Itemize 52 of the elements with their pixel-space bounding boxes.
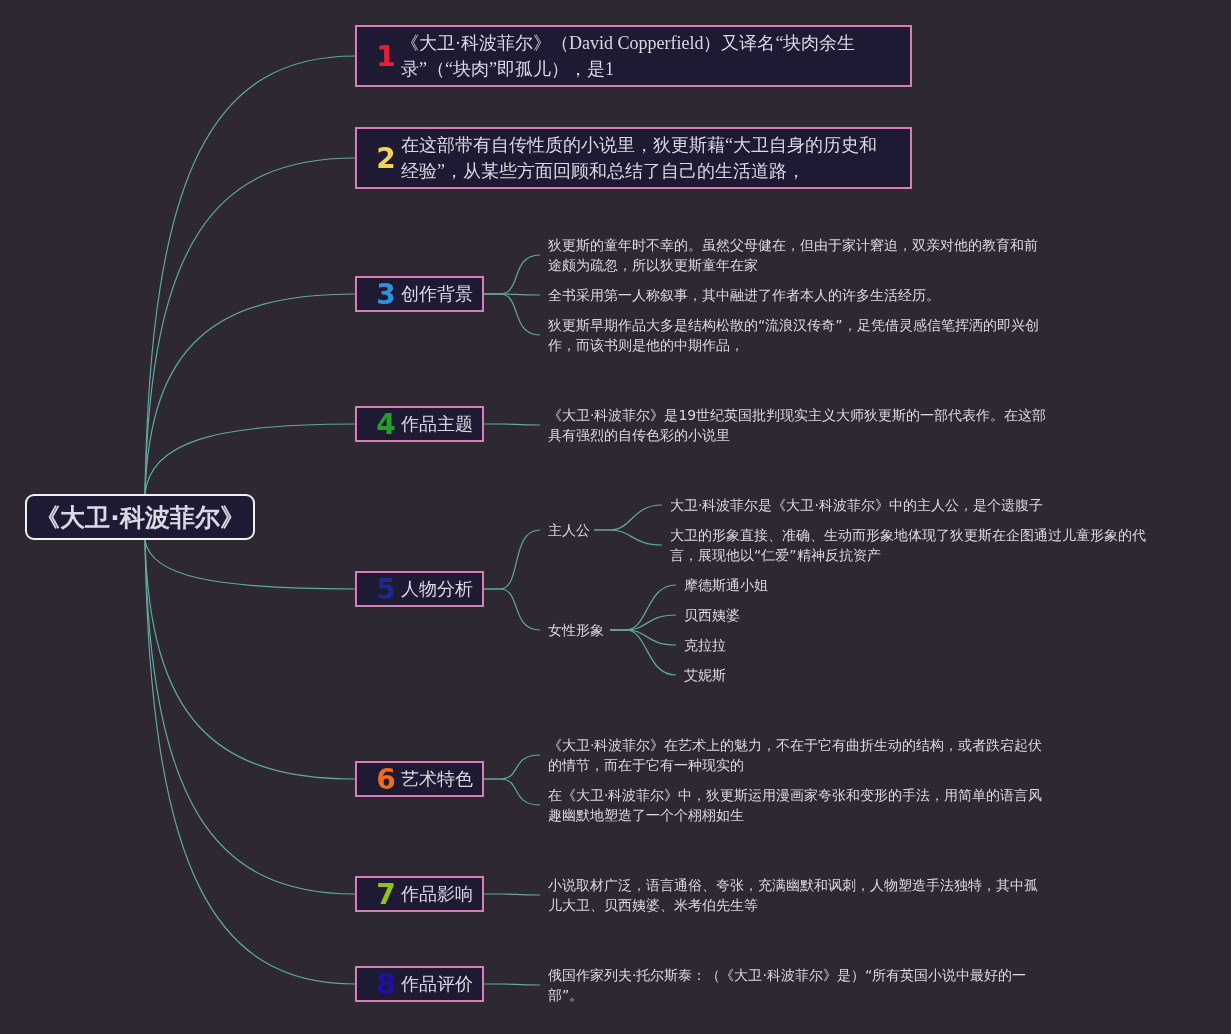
- connector-line: [144, 539, 356, 985]
- branch-box: [355, 127, 912, 189]
- step-number: 7: [375, 877, 397, 911]
- connector-line: [609, 629, 677, 676]
- connector-line: [483, 778, 541, 806]
- note-text: 摩德斯通小姐: [676, 575, 796, 595]
- note-text: 狄更斯的童年时不幸的。虽然父母健在，但由于家计窘迫，双亲对他的教育和前途颇为疏忽，所以狄更斯童年在家: [540, 235, 1050, 275]
- note-text: 大卫的形象直接、准确、生动而形象地体现了狄更斯在企图通过儿童形象的代言，展现他以“仁爱”精神反抗资产: [662, 525, 1162, 565]
- note-text: 俄国作家列夫·托尔斯泰：（《大卫·科波菲尔》是）“所有英国小说中最好的一部”。: [540, 965, 1050, 1005]
- note-text: 在《大卫·科波菲尔》中，狄更斯运用漫画家夸张和变形的手法，用简单的语言风趣幽默地塑造了一个个栩栩如生: [540, 785, 1050, 825]
- note-text: 主人公: [540, 520, 596, 540]
- connector-line: [483, 893, 541, 896]
- note-text: 全书采用第一人称叙事，其中融进了作者本人的许多生活经历。: [540, 285, 1050, 305]
- note-text: 小说取材广泛，语言通俗、夸张，充满幽默和讽刺，人物塑造手法独特，其中孤儿大卫、贝西姨婆、米考伯先生等: [540, 875, 1050, 915]
- connector-line: [483, 588, 541, 631]
- note-text: 《大卫·科波菲尔》在艺术上的魅力，不在于它有曲折生动的结构，或者跌宕起伏的情节，而在于它有一种现实的: [540, 735, 1050, 775]
- connector-line: [144, 423, 356, 495]
- step-number: 5: [375, 572, 397, 606]
- branch-box: [355, 406, 484, 442]
- note-text: 克拉拉: [676, 635, 796, 655]
- note-text: 大卫·科波菲尔是《大卫·科波菲尔》中的主人公，是个遗腹子: [662, 495, 1162, 515]
- branch-label: 在这部带有自传性质的小说里，狄更斯藉“大卫自身的历史和经验”，从某些方面回顾和总结了自己的生活道路，: [401, 134, 878, 183]
- note-text: 贝西姨婆: [676, 605, 796, 625]
- branch-label: 艺术特色: [401, 767, 473, 791]
- connector-line: [144, 293, 356, 495]
- branch-label: 作品影响: [401, 882, 473, 906]
- branch-box: [355, 25, 912, 87]
- note-text: 艾妮斯: [676, 665, 796, 685]
- branch-label: 作品评价: [401, 972, 473, 996]
- step-number: 8: [375, 967, 397, 1001]
- branch-label: 作品主题: [401, 412, 473, 436]
- connector-line: [483, 423, 541, 426]
- note-text: 《大卫·科波菲尔》是19世纪英国批判现实主义大师狄更斯的一部代表作。在这部具有强烈的自传色彩的小说里: [540, 405, 1050, 445]
- branch-box: [355, 276, 484, 312]
- branch-box: [355, 761, 484, 797]
- step-number: 6: [375, 762, 397, 796]
- step-number: 3: [375, 277, 397, 311]
- branch-label: 创作背景: [401, 282, 473, 306]
- note-text: 狄更斯早期作品大多是结构松散的“流浪汉传奇”，足凭借灵感信笔挥洒的即兴创作，而该书则是他的中期作品，: [540, 315, 1050, 355]
- connector-line: [483, 983, 541, 986]
- branch-label: 《大卫·科波菲尔》（David Copperfield）又译名“块肉余生录”（“块肉”即孤儿），是1: [401, 32, 857, 81]
- note-text: 女性形象: [540, 620, 612, 640]
- step-number: 4: [375, 407, 397, 441]
- connector-line: [593, 529, 663, 546]
- step-number: 2: [375, 141, 397, 175]
- branch-box: [355, 571, 484, 607]
- branch-label: 人物分析: [401, 577, 473, 601]
- branch-box: [355, 876, 484, 912]
- step-number: 1: [375, 39, 397, 73]
- branch-box: [355, 966, 484, 1002]
- connector-line: [483, 293, 541, 336]
- root-box: 《大卫·科波菲尔》: [25, 494, 255, 540]
